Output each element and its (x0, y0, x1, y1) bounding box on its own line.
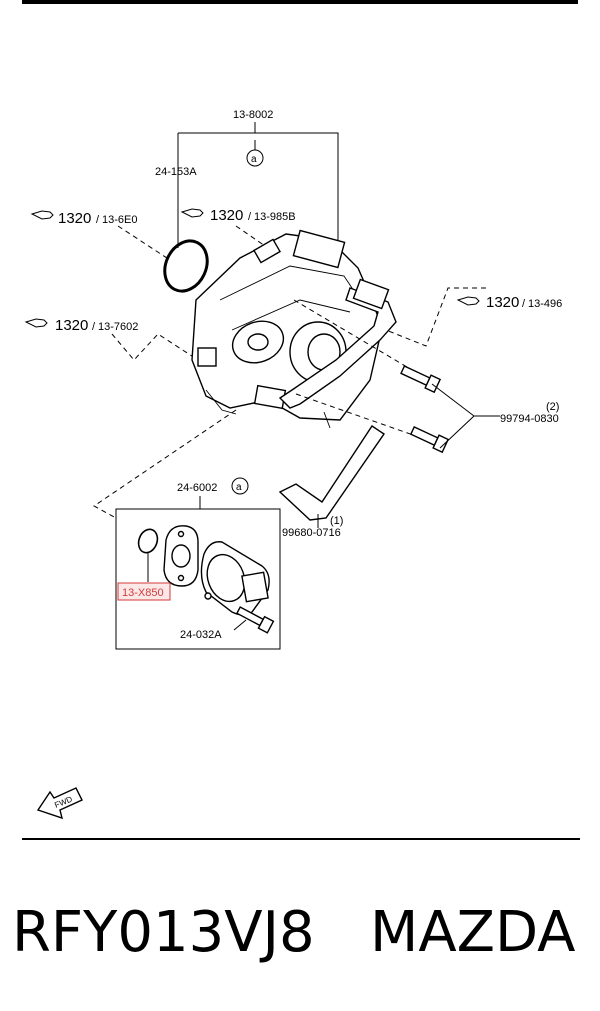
hex-key-qty-label: (1) (330, 515, 343, 527)
callout-24-153A[interactable]: 24-153A (155, 166, 197, 178)
ref-13-6E0-text: 13-6E0 (102, 214, 137, 226)
slash-4: / (92, 321, 96, 333)
ref-13-985B-text: 13-985B (254, 211, 296, 223)
ref-13-7602-text: 13-7602 (98, 321, 138, 333)
oring-small (137, 528, 159, 554)
hex-key-part-label: 99680-0716 (282, 527, 341, 539)
fwd-arrow-icon: FWD (36, 787, 83, 820)
slash-3: / (522, 298, 526, 310)
callout-24-6002: 24-6002 (177, 482, 217, 494)
callout-13-X850[interactable]: 13-X850 (122, 587, 164, 599)
part-number: RFY013VJ8 (12, 900, 315, 965)
footer-caption: RFY013VJ8 MAZDA (12, 893, 592, 973)
parts-diagram: 13-8002 a 24-153A 1320 / 13-6E0 1320 / 1… (24, 109, 562, 820)
top-border (22, 0, 578, 4)
valve-bolt (235, 606, 275, 634)
valve-assembly-box[interactable]: 24-6002 a 13-X850 24-032A (115, 477, 281, 650)
bolt-99794-0830-group[interactable]: (2) 99794-0830 (293, 299, 559, 454)
ref-13-496-text: 13-496 (528, 298, 562, 310)
slash-2: / (248, 211, 252, 223)
ref-1320-13-6E0[interactable]: 1320 / 13-6E0 (30, 210, 171, 261)
ref-1320-13-496[interactable]: 1320 / 13-496 (385, 287, 562, 347)
oring-top (163, 239, 209, 293)
fuel-pump-body (191, 229, 397, 429)
hex-key-99680-0716[interactable]: (1) 99680-0716 (278, 425, 385, 539)
suction-control-valve (200, 541, 270, 616)
ref-1320-mid-text: 1320 (210, 207, 243, 224)
ref-1320-left-text: 1320 (58, 210, 91, 227)
ref-a-top-label: a (251, 154, 257, 165)
footer-divider (22, 838, 580, 840)
callout-13-8002[interactable]: 13-8002 (233, 109, 273, 121)
bolt-part-label: 99794-0830 (500, 413, 559, 425)
bolt-qty-label: (2) (546, 401, 559, 413)
ref-a-valve-label: a (236, 482, 242, 493)
ref-1320-right-text: 1320 (486, 294, 519, 311)
callout-24-032A: 24-032A (180, 629, 222, 641)
assembly-bracket-top: 13-8002 a (177, 109, 339, 248)
slash-1: / (96, 214, 100, 226)
ref-1320-13-7602[interactable]: 1320 / 13-7602 (24, 317, 199, 361)
ref-1320-13-985B[interactable]: 1320 / 13-985B (180, 207, 296, 249)
highlight-box (117, 582, 171, 601)
leader-valve (93, 409, 237, 519)
ref-1320-left2-text: 1320 (55, 317, 88, 334)
brand-name: MAZDA (370, 900, 576, 965)
